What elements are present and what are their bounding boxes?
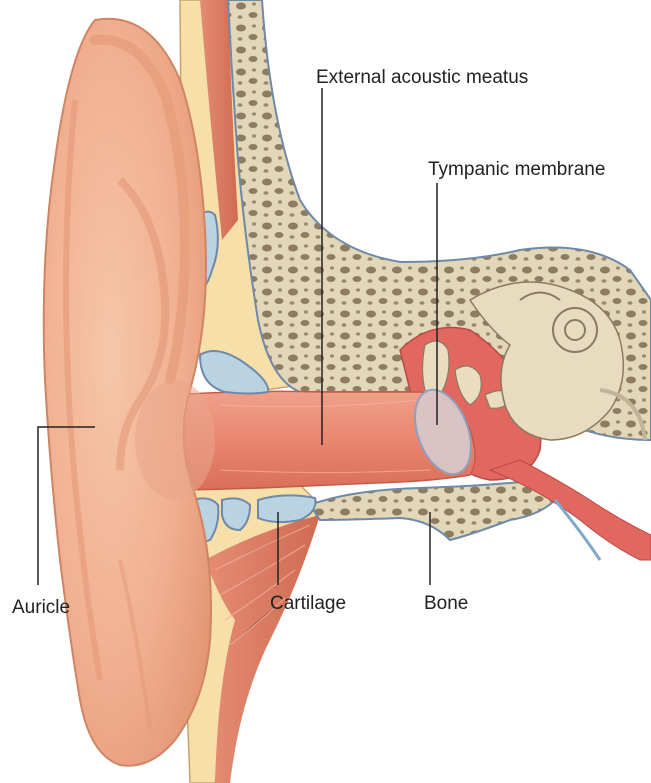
label-auricle: Auricle [12, 597, 71, 618]
label-cartilage: Cartilage [270, 593, 347, 614]
leader-auricle [37, 426, 95, 585]
label-bone: Bone [424, 593, 469, 614]
lower-bone [308, 476, 557, 542]
cartilage-pieces [186, 210, 317, 543]
auditory-tube [488, 459, 651, 561]
tympanic-membrane-shape [414, 388, 472, 476]
label-external-acoustic-meatus: External acoustic meatus [316, 67, 529, 88]
lower-muscle [205, 515, 320, 783]
inner-ear [468, 281, 647, 441]
upper-muscle [200, 0, 238, 240]
label-tympanic-membrane: Tympanic membrane [428, 159, 606, 180]
